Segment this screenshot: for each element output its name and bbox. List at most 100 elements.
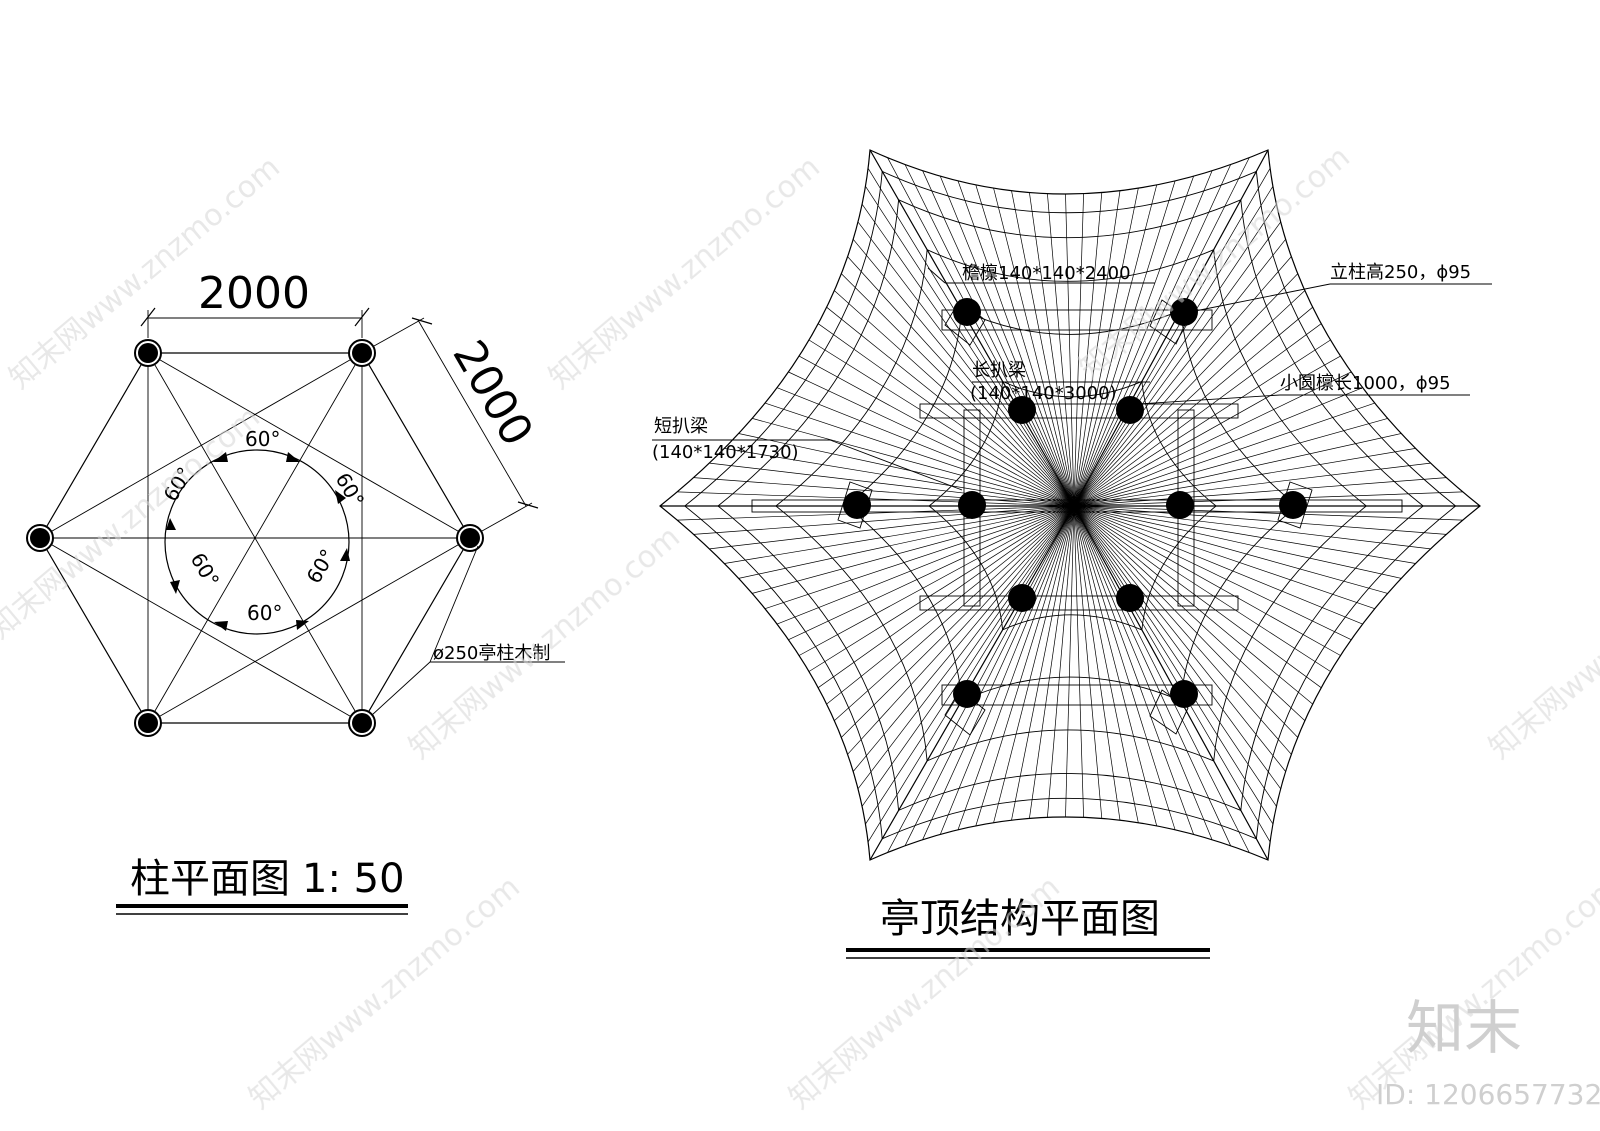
rafter-line <box>1073 505 1306 721</box>
rafter-line <box>1073 306 1313 507</box>
rafter-line <box>1073 157 1250 507</box>
eave-purlin-top <box>941 309 1213 331</box>
note-short-beam-size: (140*140*1730) <box>652 442 799 463</box>
rafter-line <box>826 306 1075 507</box>
dim-top-value: 2000 <box>198 268 310 319</box>
axis-diag-2 <box>147 352 363 724</box>
rafter-line <box>834 290 1075 507</box>
column-plan-scale: 1: 50 <box>302 856 405 902</box>
rafter-line <box>1073 505 1352 641</box>
rafter-line <box>939 176 1075 507</box>
post <box>953 680 981 708</box>
angle-label-top: 60° <box>245 427 280 451</box>
rafter-line <box>857 221 1075 507</box>
rafter-line <box>724 448 1075 507</box>
rafter-line <box>1073 505 1103 819</box>
column-plan-title: 柱平面图 <box>130 856 290 902</box>
rafter-line <box>904 164 1075 507</box>
rafter-line <box>887 505 1075 853</box>
angle-label-upper-right: 60° <box>331 469 370 512</box>
roof-plan-title: 亭顶结构平面图 <box>880 896 1160 942</box>
rafter-line <box>1073 505 1286 772</box>
rafter-line <box>1073 192 1103 507</box>
rafter-line <box>1073 491 1463 507</box>
roof-plan: 檐檩140*140*2400 长扒梁 (140*140*3000) 短扒梁 (1… <box>652 149 1492 959</box>
rafter-line <box>817 505 1075 688</box>
rafter-line <box>709 462 1075 507</box>
rafter-line <box>764 402 1075 507</box>
rafter-line <box>865 505 1075 825</box>
rafter-line <box>1073 339 1331 507</box>
rafter-line <box>1073 505 1274 825</box>
column-leader: ø250亭柱木制 <box>371 545 565 716</box>
watermark-text: 知末网www.znzmo.com <box>0 400 267 646</box>
post <box>1170 680 1198 708</box>
rafter-line <box>1073 505 1322 688</box>
post <box>843 491 871 519</box>
dim-side-value: 2000 <box>442 332 542 454</box>
rafter-line <box>677 491 1075 507</box>
column <box>352 343 372 363</box>
post <box>1170 298 1198 326</box>
rafter-line <box>1073 505 1084 818</box>
rafter-line <box>1011 505 1075 821</box>
rafter-line <box>1073 505 1250 853</box>
rafter-line <box>1073 505 1341 656</box>
rafter-line <box>1073 462 1431 507</box>
note-post: 立柱高250，ϕ95 <box>1330 262 1471 283</box>
rafter-line <box>1065 505 1075 818</box>
rafter-line <box>1073 188 1139 507</box>
rafter-line <box>693 477 1075 507</box>
rafter-line <box>1073 180 1176 507</box>
rafter-line <box>1073 505 1298 738</box>
rafter-line <box>904 505 1075 846</box>
rafter-line <box>1073 193 1084 507</box>
rafter-line <box>1073 164 1232 507</box>
angle-label-lower-left: 60° <box>186 549 225 592</box>
note-small-purlin: 小圆檩长1000，ϕ95 <box>1280 373 1451 394</box>
rafter-line <box>1073 505 1292 755</box>
note-eave-purlin: 檐檩140*140*2400 <box>962 263 1131 284</box>
rafter-line <box>1073 505 1375 610</box>
rafter-line <box>1073 371 1352 507</box>
rafter-line <box>857 505 1075 790</box>
roof-annotations: 檐檩140*140*2400 长扒梁 (140*140*3000) 短扒梁 (1… <box>652 262 1492 491</box>
post <box>1116 584 1144 612</box>
note-long-beam-size: (140*140*3000) <box>970 383 1117 404</box>
roof-rafters <box>677 157 1463 853</box>
rafter-line <box>1073 505 1194 835</box>
rafter-line <box>922 170 1075 507</box>
roof-plan-title-block: 亭顶结构平面图 <box>846 896 1210 959</box>
post <box>953 298 981 326</box>
ridge-beam <box>751 499 1403 513</box>
rafter-line <box>867 168 1075 507</box>
rafter-line <box>693 505 1075 535</box>
rafter-line <box>1073 184 1158 507</box>
rafter-line <box>1073 505 1271 843</box>
rafter-line <box>1073 505 1416 564</box>
eave-purlin-bottom <box>941 684 1213 706</box>
rafter-line <box>826 505 1075 705</box>
rafter-line <box>1073 505 1402 579</box>
rafter-line <box>788 371 1075 507</box>
rafter-line <box>798 355 1075 507</box>
rafter-line <box>808 505 1075 672</box>
rafter-line <box>993 505 1075 823</box>
rafter-line <box>1073 505 1277 807</box>
long-beam-top <box>919 403 1239 419</box>
column-note: ø250亭柱木制 <box>433 643 550 664</box>
rafter-line <box>1073 256 1292 507</box>
rafter-line <box>1073 221 1281 507</box>
rafter-line <box>861 505 1075 807</box>
rafter-line <box>1073 505 1213 840</box>
rafter-line <box>1073 176 1194 507</box>
post <box>1008 396 1036 424</box>
rafter-line <box>788 505 1075 641</box>
rafter-line <box>1073 505 1331 672</box>
rafter-line <box>1073 387 1363 507</box>
rafter-line <box>1073 505 1281 790</box>
rafter-line <box>808 339 1075 507</box>
rafter-line <box>841 273 1075 507</box>
rafter-line <box>1047 505 1075 818</box>
angle-label-lower-right: 60° <box>302 545 341 588</box>
